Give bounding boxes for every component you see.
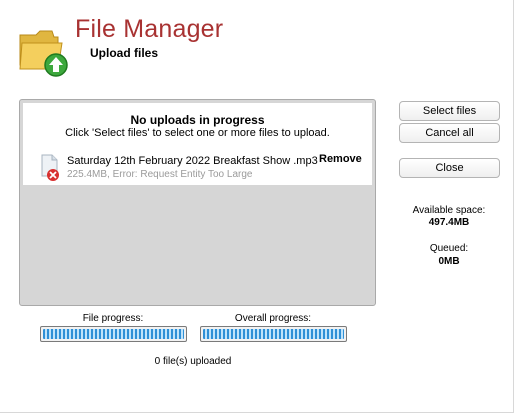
- file-progress-bar: [40, 326, 187, 342]
- overall-progress-label: Overall progress:: [234, 313, 312, 324]
- page-subtitle: Upload files: [90, 46, 159, 60]
- file-error-icon: [41, 154, 59, 181]
- queued-file-error: 225.4MB, Error: Request Entity Too Large: [67, 169, 253, 180]
- remove-file-button[interactable]: Remove: [319, 153, 362, 165]
- upload-queue-panel: No uploads in progress Click 'Select fil…: [19, 99, 376, 306]
- select-files-button[interactable]: Select files: [399, 101, 500, 121]
- available-space-label: Available space:: [412, 205, 486, 216]
- file-progress-label: File progress:: [82, 313, 144, 324]
- upload-queue-list: No uploads in progress Click 'Select fil…: [23, 103, 372, 185]
- queued-label: Queued:: [429, 243, 469, 254]
- overall-progress-bar: [200, 326, 347, 342]
- overall-progress-fill: [203, 329, 344, 339]
- close-button[interactable]: Close: [399, 158, 500, 178]
- available-space-value: 497.4MB: [428, 217, 470, 228]
- folder-upload-icon: [19, 30, 68, 77]
- file-progress-fill: [43, 329, 184, 339]
- upload-status-help: Click 'Select files' to select one or mo…: [65, 127, 330, 139]
- cancel-all-button[interactable]: Cancel all: [399, 123, 500, 143]
- upload-status-title: No uploads in progress: [130, 113, 265, 127]
- page-title: File Manager: [75, 15, 224, 43]
- queued-file-name: Saturday 12th February 2022 Breakfast Sh…: [67, 155, 318, 167]
- queued-value: 0MB: [438, 256, 460, 267]
- uploaded-count: 0 file(s) uploaded: [154, 356, 232, 367]
